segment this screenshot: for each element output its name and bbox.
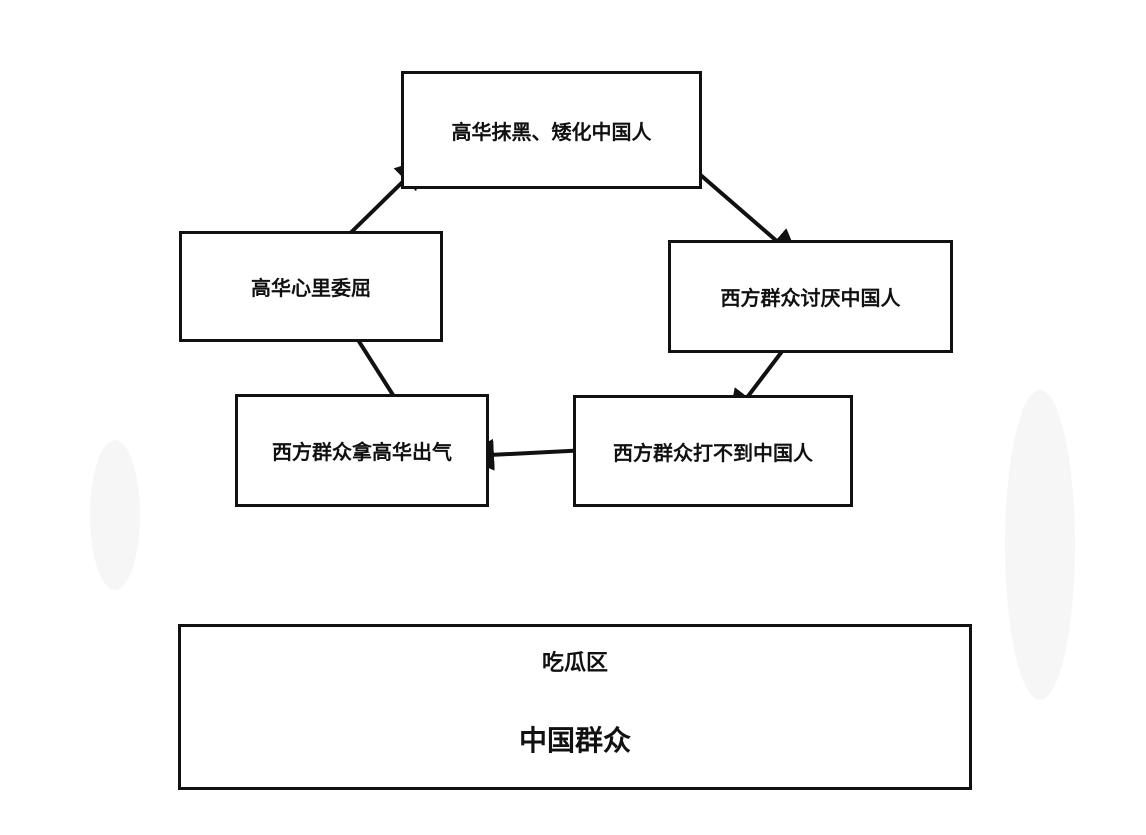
faint-background-shape-right — [1005, 390, 1075, 700]
node-cant-hit-label: 西方群众打不到中国人 — [613, 440, 813, 465]
spectator-zone-title: 吃瓜区 — [541, 651, 608, 676]
node-smear: 高华抹黑、矮化中国人 — [401, 71, 702, 189]
arrow-cant-hit-to-vent — [462, 438, 589, 471]
spectator-zone-main-label: 中国群众 — [518, 724, 631, 757]
node-cant-hit: 西方群众打不到中国人 — [573, 395, 853, 507]
node-vent-label: 西方群众拿高华出气 — [272, 440, 452, 464]
node-dislike: 西方群众讨厌中国人 — [668, 240, 953, 353]
spectator-zone-box: 吃瓜区 中国群众 — [178, 624, 972, 790]
faint-background-shape-left — [90, 440, 140, 590]
node-grievance: 高华心里委屈 — [179, 231, 443, 342]
node-smear-label: 高华抹黑、矮化中国人 — [451, 119, 652, 144]
node-grievance-label: 高华心里委屈 — [251, 276, 371, 300]
node-dislike-label: 西方群众讨厌中国人 — [720, 286, 901, 310]
node-vent: 西方群众拿高华出气 — [235, 394, 489, 507]
